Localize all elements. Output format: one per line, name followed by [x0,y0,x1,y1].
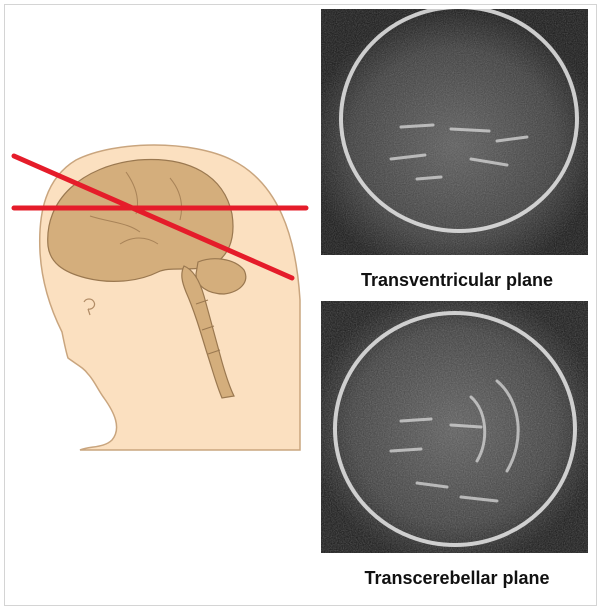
infant-head-illustration [0,0,320,611]
transcerebellar-caption: Transcerebellar plane [312,568,602,589]
transcerebellar-ultrasound-image [321,301,588,553]
transventricular-caption: Transventricular plane [312,270,602,291]
transventricular-ultrasound-image [321,9,588,255]
